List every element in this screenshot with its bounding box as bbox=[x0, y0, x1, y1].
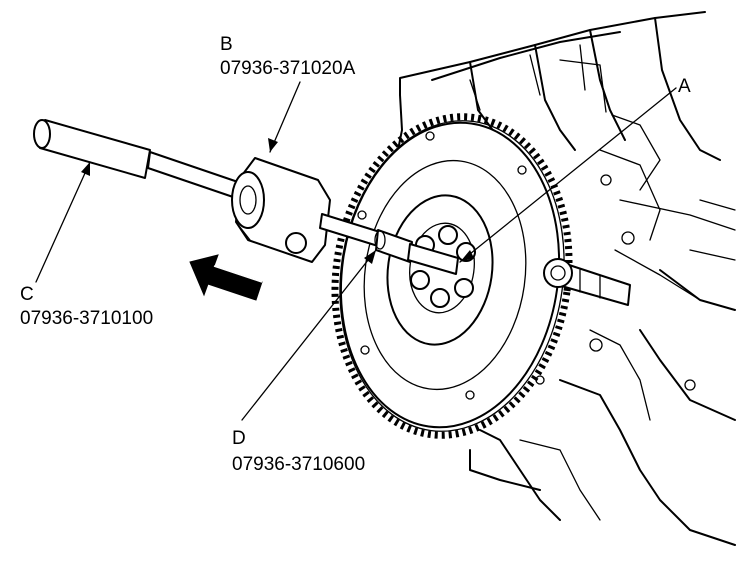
holder-bolt bbox=[543, 258, 631, 306]
leader-lines bbox=[35, 81, 677, 421]
engine-block bbox=[394, 11, 736, 546]
label-c-letter: C bbox=[20, 284, 34, 305]
label-a-letter: A bbox=[678, 76, 691, 97]
label-d-letter: D bbox=[232, 428, 246, 449]
pull-direction-arrow bbox=[189, 254, 263, 301]
tool-d-adapter bbox=[319, 213, 459, 275]
tool-c-handle bbox=[33, 119, 239, 199]
label-c-part-number: 07936-3710100 bbox=[20, 308, 154, 329]
tool-b-weight bbox=[231, 157, 331, 263]
label-b-part-number: 07936-371020A bbox=[220, 58, 356, 79]
label-d-part-number: 07936-3710600 bbox=[232, 454, 366, 475]
label-b-letter: B bbox=[220, 34, 233, 55]
flywheel bbox=[331, 113, 573, 439]
